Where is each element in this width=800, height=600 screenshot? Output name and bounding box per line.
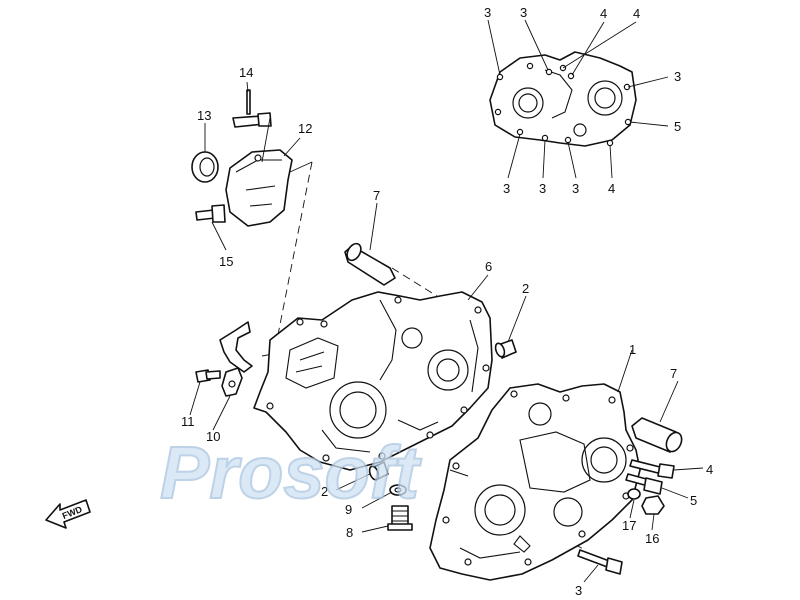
watermark-text: Prosoft bbox=[160, 431, 422, 514]
callout-5: 5 bbox=[674, 119, 681, 134]
dowel-pin-upper bbox=[344, 202, 396, 286]
callout-1: 1 bbox=[629, 342, 636, 357]
callout-7: 7 bbox=[670, 366, 677, 381]
callout-15: 15 bbox=[219, 254, 233, 269]
callout-4: 4 bbox=[706, 462, 713, 477]
callout-3: 3 bbox=[503, 181, 510, 196]
lower-small-parts bbox=[335, 461, 413, 533]
callout-4: 4 bbox=[600, 6, 607, 21]
callout-13: 13 bbox=[197, 108, 211, 123]
callout-11: 11 bbox=[181, 414, 195, 429]
long-bolt-bottom bbox=[577, 549, 623, 583]
bracket-assembly bbox=[189, 321, 253, 431]
callout-14: 14 bbox=[239, 65, 253, 80]
case-bolts bbox=[625, 459, 704, 531]
callout-8: 8 bbox=[346, 525, 353, 540]
callout-3: 3 bbox=[575, 583, 582, 598]
callout-3: 3 bbox=[484, 5, 491, 20]
dowel-pin-lower bbox=[631, 380, 683, 453]
right-crankcase-half bbox=[429, 349, 641, 581]
callout-4: 4 bbox=[608, 181, 615, 196]
left-crankcase-half bbox=[253, 274, 493, 471]
bushing-upper bbox=[494, 295, 527, 359]
callout-6: 6 bbox=[485, 259, 492, 274]
callout-2: 2 bbox=[321, 484, 328, 499]
callout-5: 5 bbox=[690, 493, 697, 508]
callout-2: 2 bbox=[522, 281, 529, 296]
callout-16: 16 bbox=[645, 531, 659, 546]
callout-3: 3 bbox=[520, 5, 527, 20]
callout-10: 10 bbox=[206, 429, 220, 444]
callout-4: 4 bbox=[633, 6, 640, 21]
callout-17: 17 bbox=[622, 518, 636, 533]
callout-3: 3 bbox=[539, 181, 546, 196]
callout-3: 3 bbox=[572, 181, 579, 196]
callout-7: 7 bbox=[373, 188, 380, 203]
forward-arrow: FWD bbox=[45, 499, 91, 529]
callout-9: 9 bbox=[345, 502, 352, 517]
callout-12: 12 bbox=[298, 121, 312, 136]
callout-3: 3 bbox=[674, 69, 681, 84]
crankcase-bolt-pattern-view bbox=[487, 19, 669, 179]
cover-assembly bbox=[191, 81, 313, 251]
